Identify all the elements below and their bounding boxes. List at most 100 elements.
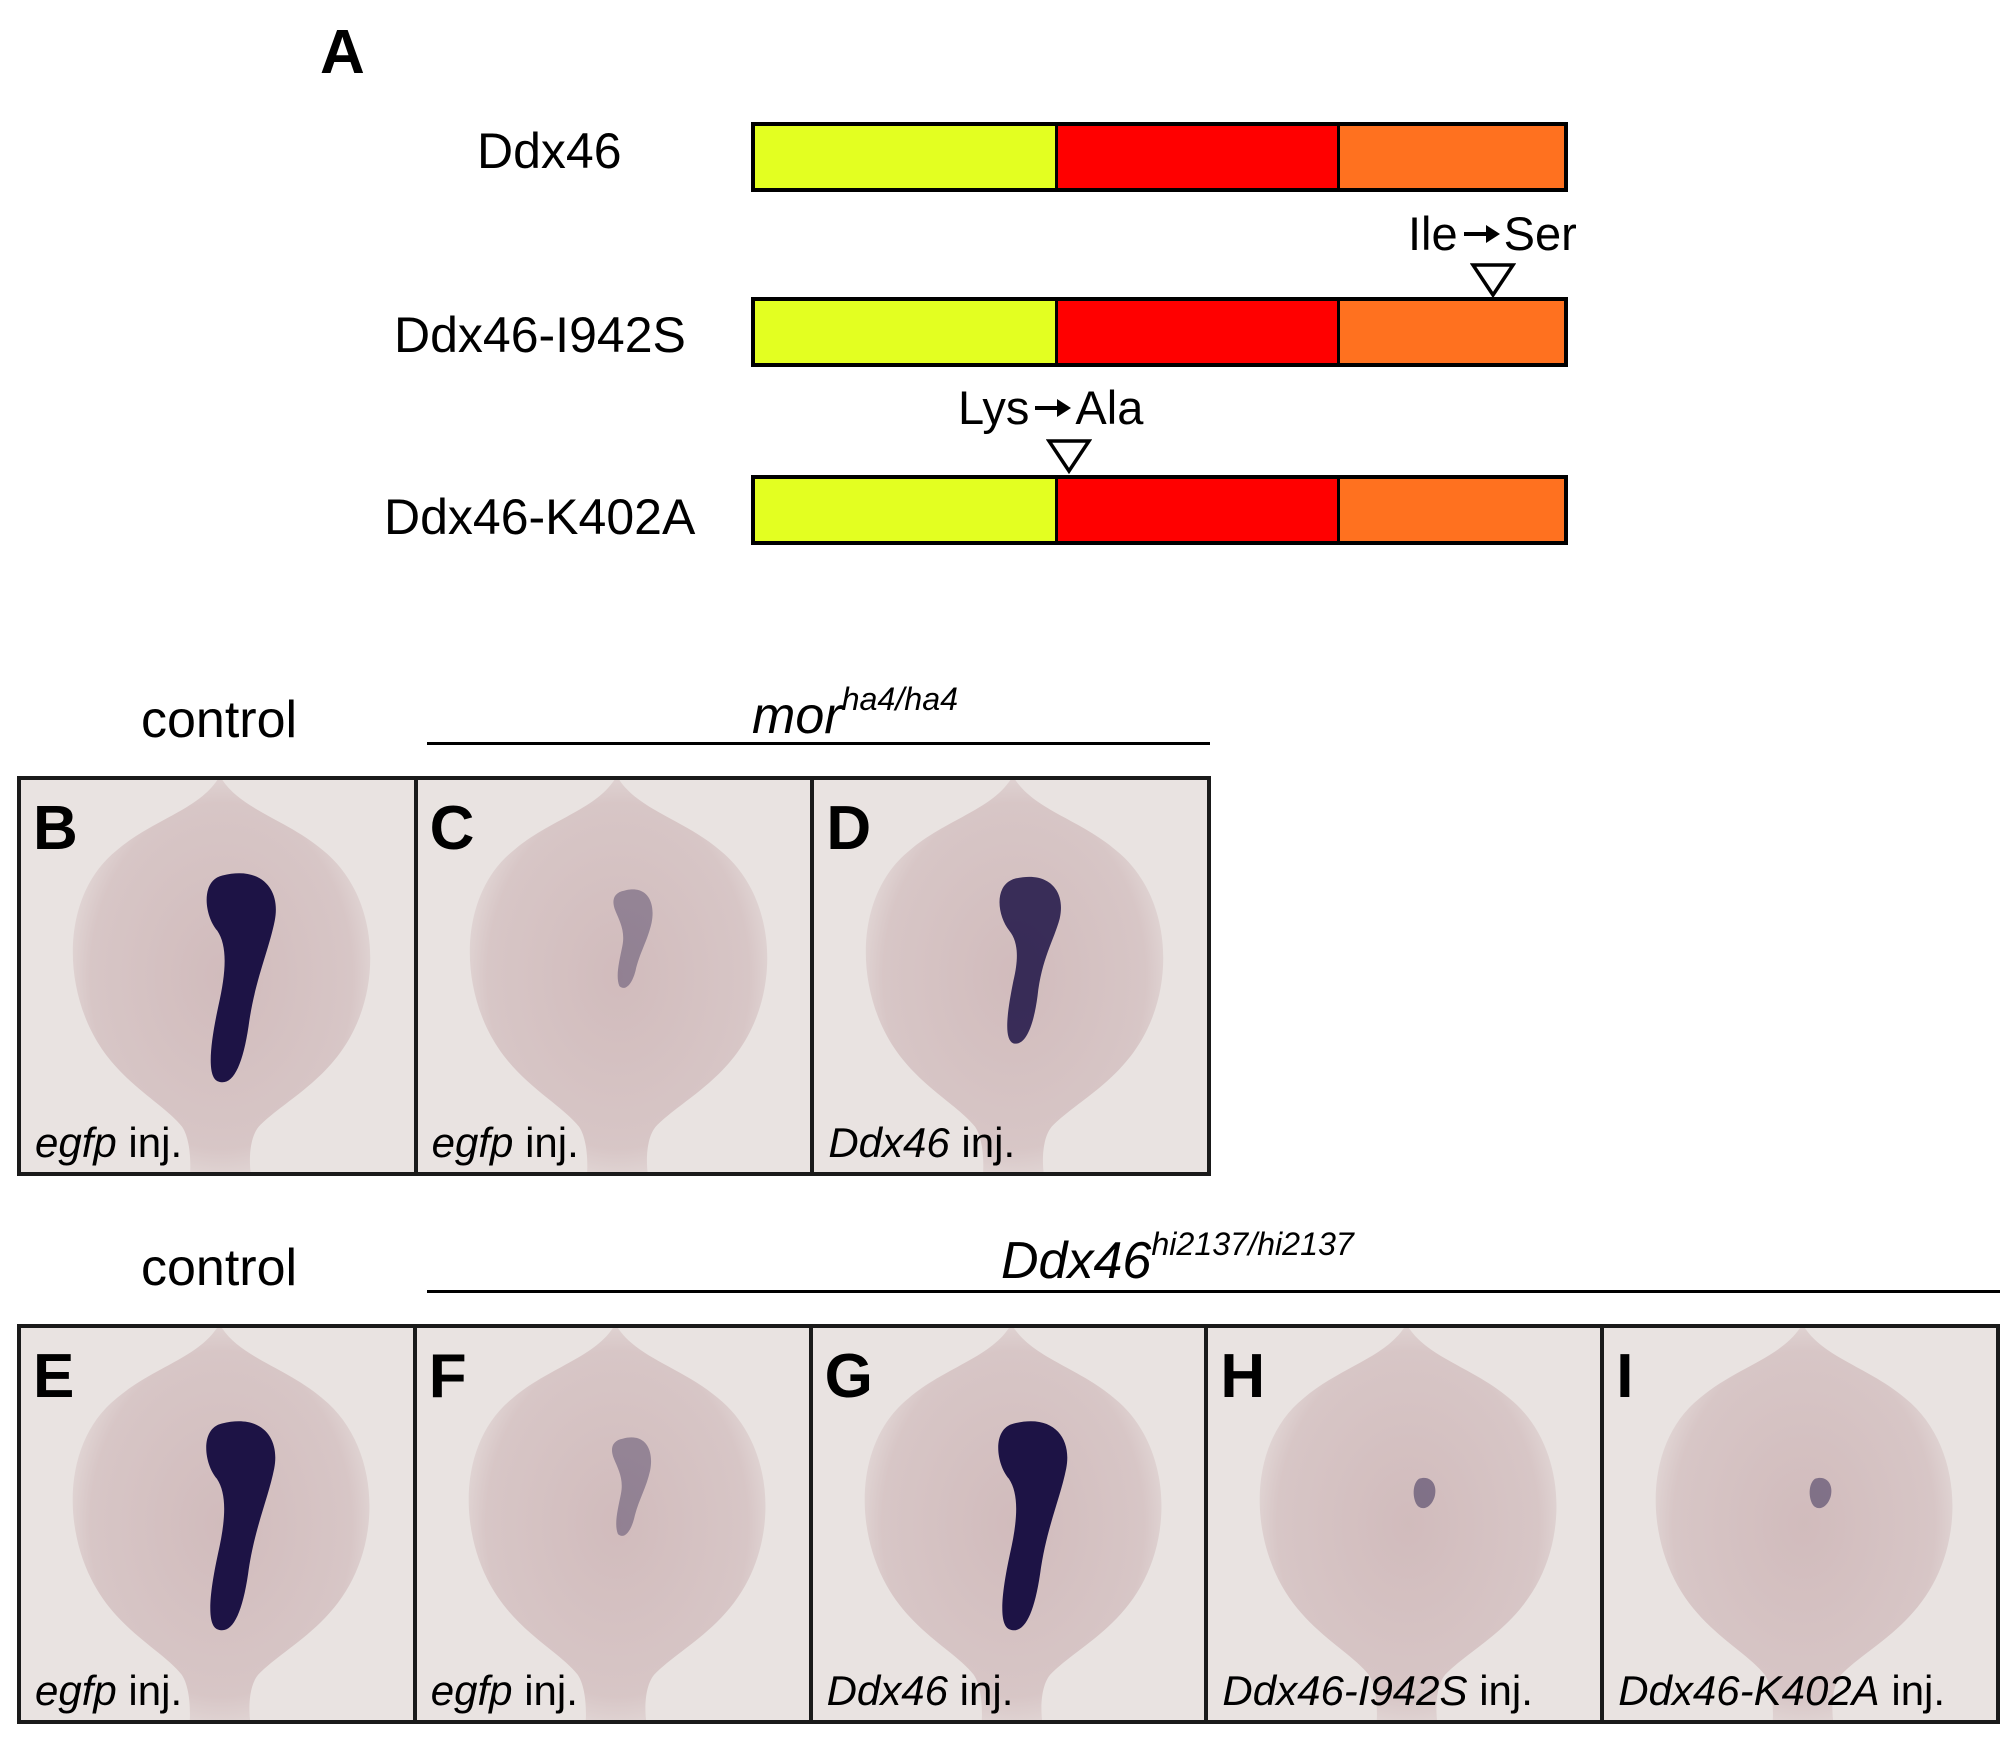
embryo-image — [72, 1328, 370, 1720]
panel-caption: Ddx46-I942S inj. — [1222, 1670, 1533, 1712]
caption-suffix: inj. — [1879, 1667, 1946, 1714]
embryo-image-panel-g: G Ddx46 inj. — [808, 1328, 1205, 1720]
genotype-rule — [427, 1290, 2000, 1293]
embryo-body — [72, 780, 371, 1172]
panel-letter-e: E — [33, 1342, 75, 1411]
control-label: control — [141, 1239, 298, 1297]
caption-gene: Ddx46 — [828, 1119, 950, 1166]
arrow-right-icon — [1035, 398, 1072, 417]
arrow-right-icon — [1463, 224, 1500, 243]
embryo-image — [866, 780, 1164, 1172]
embryo-image — [864, 1328, 1162, 1720]
embryo-body — [72, 1328, 370, 1720]
embryo-body — [1260, 1328, 1557, 1720]
construct-label-ddx46-i942s: Ddx46-I942S — [394, 307, 686, 363]
mutation-to: Ala — [1075, 381, 1144, 434]
embryo-image — [469, 780, 767, 1172]
genotype-sup: hi2137/hi2137 — [1151, 1226, 1354, 1263]
caption-gene: egfp — [430, 1667, 513, 1714]
embryo-body — [468, 1328, 766, 1720]
panel-letter-d: D — [826, 794, 872, 863]
heart-stain — [999, 876, 1062, 1044]
panel-letter-f: F — [428, 1342, 467, 1411]
heart-stain — [1809, 1477, 1832, 1509]
caption-suffix: inj. — [116, 1667, 183, 1714]
embryo-image — [1655, 1328, 1953, 1720]
construct-label-ddx46: Ddx46 — [477, 123, 622, 179]
panel-letter-h: H — [1220, 1342, 1266, 1411]
mutation-to: Ser — [1503, 207, 1577, 260]
panel-letter-c: C — [429, 794, 475, 863]
heart-stain — [997, 1421, 1067, 1631]
embryo-body — [864, 1328, 1162, 1720]
caption-suffix: inj. — [1467, 1667, 1533, 1714]
embryo-image-panel-h: H Ddx46-I942S inj. — [1204, 1328, 1601, 1720]
domain-n-terminal — [755, 479, 1055, 541]
domain-helicase-2 — [1337, 126, 1564, 188]
mutation-triangle-icon — [1470, 263, 1516, 298]
mutation-label-i942s: Ile Ser — [1408, 210, 1577, 257]
heart-stain — [206, 873, 276, 1083]
embryo-image-panel-i: I Ddx46-K402A inj. — [1600, 1328, 1996, 1720]
heart-stain — [613, 889, 653, 988]
caption-gene: Ddx46 — [826, 1667, 948, 1714]
caption-gene: Ddx46-K402A — [1618, 1667, 1880, 1714]
domain-helicase-2 — [1337, 301, 1564, 363]
domain-helicase-1 — [1055, 126, 1337, 188]
panel-letter-i: I — [1616, 1342, 1634, 1411]
panel-caption: egfp inj. — [35, 1670, 182, 1712]
construct-label-ddx46-k402a: Ddx46-K402A — [384, 489, 696, 545]
caption-suffix: inj. — [513, 1119, 579, 1166]
domain-helicase-1 — [1055, 479, 1337, 541]
heart-stain — [611, 1437, 651, 1536]
panel-letter-a: A — [320, 18, 365, 87]
panel-letter-b: B — [33, 794, 78, 863]
caption-gene: Ddx46-I942S — [1222, 1667, 1468, 1714]
caption-gene: egfp — [431, 1119, 514, 1166]
panel-caption: egfp inj. — [431, 1670, 578, 1712]
embryo-image — [468, 1328, 766, 1720]
domain-bar-ddx46-k402a — [751, 475, 1568, 545]
panel-caption: egfp inj. — [35, 1122, 182, 1164]
embryo-body — [469, 780, 767, 1172]
genotype-sup: ha4/ha4 — [841, 681, 959, 718]
mutation-from: Ile — [1408, 207, 1458, 260]
heart-stain — [1414, 1477, 1436, 1509]
panel-caption: Ddx46 inj. — [828, 1122, 1015, 1164]
mutation-triangle-icon — [1046, 439, 1092, 474]
caption-suffix: inj. — [116, 1119, 183, 1166]
caption-gene: egfp — [35, 1119, 117, 1166]
domain-helicase-2 — [1337, 479, 1564, 541]
genotype-label-ddx46: Ddx46hi2137/hi2137 — [1001, 1228, 1354, 1290]
domain-bar-ddx46 — [751, 122, 1568, 192]
mutation-label-k402a: Lys Ala — [958, 384, 1143, 431]
caption-suffix: inj. — [948, 1667, 1014, 1714]
caption-suffix: inj. — [949, 1119, 1016, 1166]
domain-helicase-1 — [1055, 301, 1337, 363]
embryo-image — [72, 780, 371, 1172]
genotype-main: Ddx46 — [1001, 1232, 1152, 1290]
domain-n-terminal — [755, 301, 1055, 363]
embryo-image — [1260, 1328, 1557, 1720]
heart-stain — [206, 1421, 276, 1631]
control-label: control — [141, 691, 298, 749]
caption-gene: egfp — [35, 1667, 117, 1714]
domain-bar-ddx46-i942s — [751, 297, 1568, 367]
caption-suffix: inj. — [512, 1667, 578, 1714]
panel-caption: Ddx46-K402A inj. — [1618, 1670, 1945, 1712]
panel-caption: egfp inj. — [432, 1122, 579, 1164]
embryo-image-panel-d: D Ddx46 inj. — [810, 780, 1208, 1172]
mutation-from: Lys — [958, 381, 1030, 434]
genotype-rule — [427, 742, 1210, 745]
genotype-label-mor: morha4/ha4 — [752, 683, 958, 745]
panel-letter-g: G — [824, 1342, 873, 1411]
panel-caption: Ddx46 inj. — [827, 1670, 1014, 1712]
genotype-main: mor — [752, 687, 842, 745]
domain-n-terminal — [755, 126, 1055, 188]
